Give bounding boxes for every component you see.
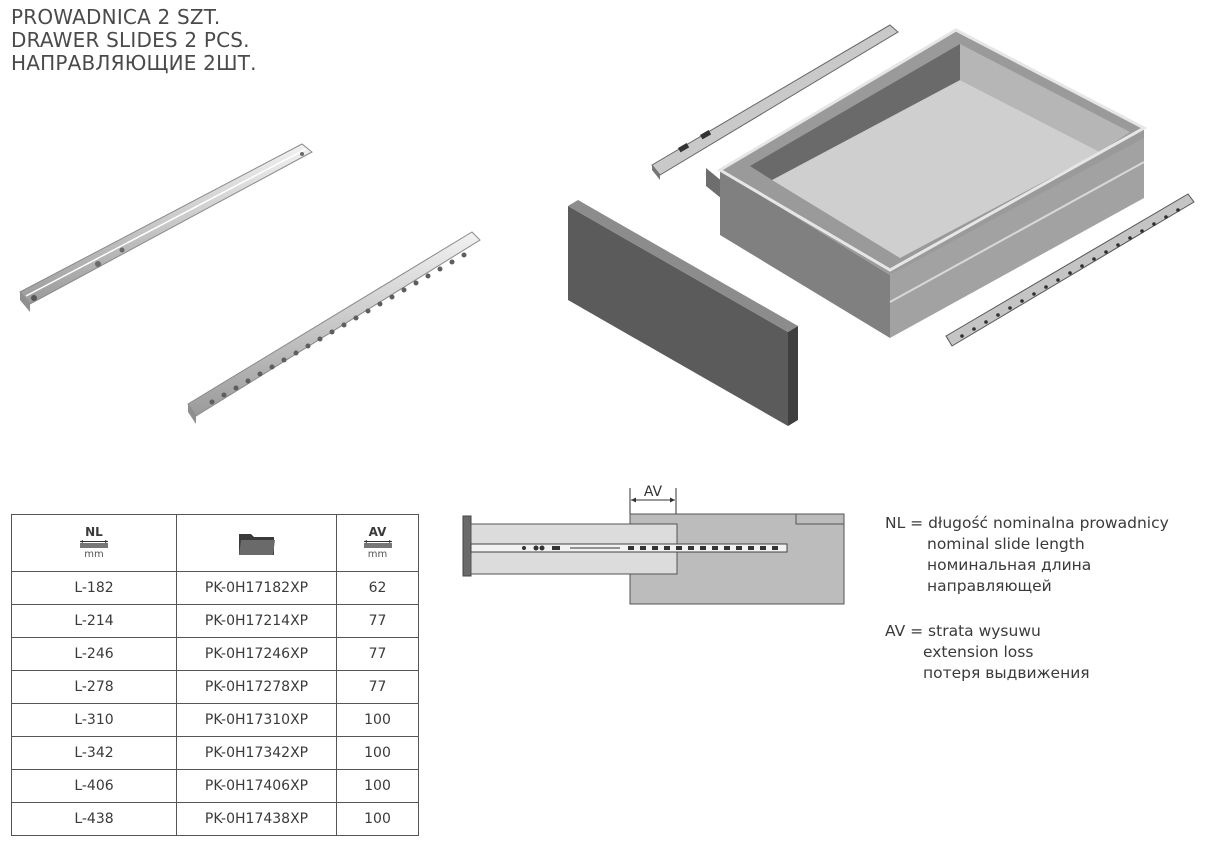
cell-code: PK-0H17438XP xyxy=(176,802,337,836)
cell-code: PK-0H17342XP xyxy=(176,736,337,770)
legend-av-line2: extension loss xyxy=(923,643,1034,661)
cell-nl: L-182 xyxy=(11,571,177,605)
cell-nl: L-342 xyxy=(11,736,177,770)
header-nl: NL mm xyxy=(11,514,177,572)
cell-code: PK-0H17182XP xyxy=(176,571,337,605)
legend-nl-line4: направляющей xyxy=(927,577,1052,595)
cell-code: PK-0H17246XP xyxy=(176,637,337,671)
cell-code: PK-0H17310XP xyxy=(176,703,337,737)
cell-av: 100 xyxy=(336,703,419,737)
cell-code: PK-0H17278XP xyxy=(176,670,337,704)
cell-av: 77 xyxy=(336,637,419,671)
cell-av: 77 xyxy=(336,604,419,638)
ruler-icon xyxy=(363,540,392,548)
legend-nl-line1: NL = długość nominalna prowadnicy xyxy=(885,514,1169,532)
folder-icon xyxy=(238,534,275,555)
slide-upper xyxy=(19,143,313,312)
cell-av: 62 xyxy=(336,571,419,605)
cell-nl: L-406 xyxy=(11,769,177,803)
title-line-en: DRAWER SLIDES 2 PCS. xyxy=(11,28,250,52)
drawer-front-panel xyxy=(568,200,798,426)
slide-lower xyxy=(187,231,481,424)
legend-nl-line2: nominal slide length xyxy=(927,535,1085,553)
header-av-code: AV xyxy=(368,525,387,539)
ruler-icon xyxy=(80,540,108,548)
cell-code: PK-0H17406XP xyxy=(176,769,337,803)
legend-nl: NL = długość nominalna prowadnicy nomina… xyxy=(885,513,1169,597)
spec-table: NL mm AV xyxy=(11,514,419,836)
extension-diagram: AV xyxy=(462,484,845,605)
av-label: AV xyxy=(644,484,663,500)
header-nl-code: NL xyxy=(85,525,103,539)
cell-nl: L-310 xyxy=(11,703,177,737)
cell-nl: L-438 xyxy=(11,802,177,836)
title-line-pl: PROWADNICA 2 SZT. xyxy=(11,5,221,29)
header-av: AV mm xyxy=(336,514,419,572)
page-title: PROWADNICA 2 SZT. DRAWER SLIDES 2 PCS. Н… xyxy=(11,6,257,75)
legend-av: AV = strata wysuwu extension loss потеря… xyxy=(885,621,1090,684)
header-av-unit: mm xyxy=(367,549,388,560)
table-header-row: NL mm AV xyxy=(11,514,419,572)
cell-av: 77 xyxy=(336,670,419,704)
drawer-box xyxy=(706,28,1148,338)
drawer-front xyxy=(462,515,472,577)
cell-av: 100 xyxy=(336,736,419,770)
drawer-illustration xyxy=(568,24,1195,426)
cell-nl: L-278 xyxy=(11,670,177,704)
slides-illustration xyxy=(19,143,481,424)
legend-nl-line3: номинальная длина xyxy=(927,556,1092,574)
header-code xyxy=(176,514,337,572)
drawer-slide-top xyxy=(651,24,899,180)
legend-av-line1: AV = strata wysuwu xyxy=(885,622,1041,640)
legend-av-line3: потеря выдвижения xyxy=(923,664,1090,682)
cell-nl: L-246 xyxy=(11,637,177,671)
cell-av: 100 xyxy=(336,769,419,803)
title-line-ru: НАПРАВЛЯЮЩИЕ 2ШТ. xyxy=(11,51,257,75)
cell-code: PK-0H17214XP xyxy=(176,604,337,638)
drawer-slide-right xyxy=(945,193,1195,347)
header-nl-unit: mm xyxy=(84,549,104,560)
cell-nl: L-214 xyxy=(11,604,177,638)
cell-av: 100 xyxy=(336,802,419,836)
